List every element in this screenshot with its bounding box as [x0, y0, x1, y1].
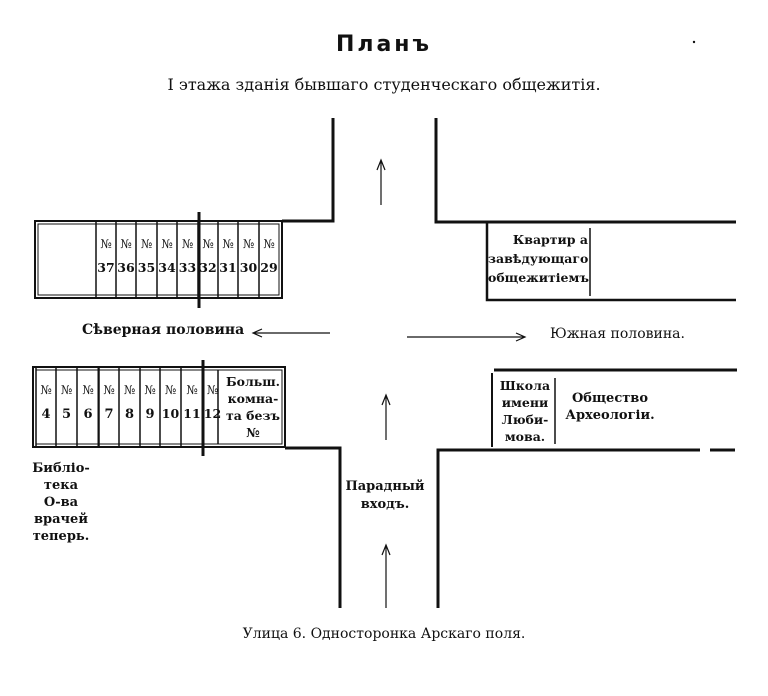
room-number: 34 [158, 260, 176, 275]
archaeology-society-label: Общество Археологіи. [565, 391, 655, 423]
room-number: 30 [240, 260, 258, 275]
north-half-label: Сѣверная половина [82, 322, 245, 338]
room-number: 29 [260, 260, 277, 275]
arrow-left-icon [251, 328, 330, 338]
plan-title: Планъ [335, 32, 433, 57]
room-number-sign: № [141, 237, 152, 251]
library-label: Библіо- тека О-ва врачей теперь. [32, 461, 90, 544]
room-number: 31 [219, 260, 236, 275]
room-number: 35 [138, 260, 155, 275]
wall-top-right [434, 118, 736, 224]
lyubimov-school-label: Школа имени Люби- мова. [499, 378, 551, 444]
room-number: 33 [179, 260, 196, 275]
arrows [251, 158, 527, 608]
wall-bottom-left [285, 446, 342, 608]
room-number-sign: № [182, 237, 193, 251]
wall-bottom-right [436, 448, 735, 608]
manager-apartment-wall [485, 222, 736, 302]
room-number-sign: № [161, 237, 172, 251]
room-number: 5 [62, 407, 71, 422]
room-number: 10 [162, 406, 180, 421]
room-number-sign: № [120, 237, 131, 251]
manager-apartment-label: Квартир а завѣдующаго общежитіемъ [488, 232, 589, 285]
room-number-sign: № [165, 383, 176, 397]
south-rooms-block [32, 366, 286, 448]
room-number-sign: № [61, 383, 72, 397]
room-number-sign: № [263, 237, 274, 251]
south-half-label: Южная половина. [550, 326, 685, 342]
room-number-sign: № [202, 237, 213, 251]
arrow-up-icon [376, 158, 386, 205]
room-number: 4 [41, 407, 50, 422]
north-rooms-block [34, 220, 283, 299]
room-number-sign: № [100, 237, 111, 251]
room-number-sign: № [40, 383, 51, 397]
room-number: 11 [183, 406, 200, 421]
main-entrance-label: Парадный входъ. [345, 479, 425, 512]
room-number-sign: № [186, 383, 197, 397]
arrow-right-icon [407, 332, 527, 342]
room-number: 9 [145, 407, 154, 422]
room-number: 32 [199, 260, 216, 275]
room-number-sign: № [144, 383, 155, 397]
room-number: 36 [117, 260, 135, 275]
wall-top-left [282, 118, 335, 223]
room-number: 37 [97, 260, 114, 275]
big-room-label: Больш. комна- та безъ № [225, 374, 281, 440]
arrow-up-icon [381, 393, 391, 440]
arrow-up-icon [381, 543, 391, 608]
room-number-sign: № [124, 383, 135, 397]
room-number-sign: № [82, 383, 93, 397]
room-number-sign: № [243, 237, 254, 251]
plan-subtitle: I этажа зданія бывшаго студенческаго общ… [167, 75, 601, 94]
room-number-sign: № [103, 383, 114, 397]
room-number: 7 [104, 407, 113, 422]
room-number: 6 [83, 407, 92, 422]
room-number: 8 [125, 407, 134, 422]
room-number-sign: № [207, 383, 218, 397]
room-number: 12 [204, 406, 221, 421]
street-caption: Улица 6. Односторонка Арскаго поля. [242, 626, 526, 642]
room-number-sign: № [222, 237, 233, 251]
